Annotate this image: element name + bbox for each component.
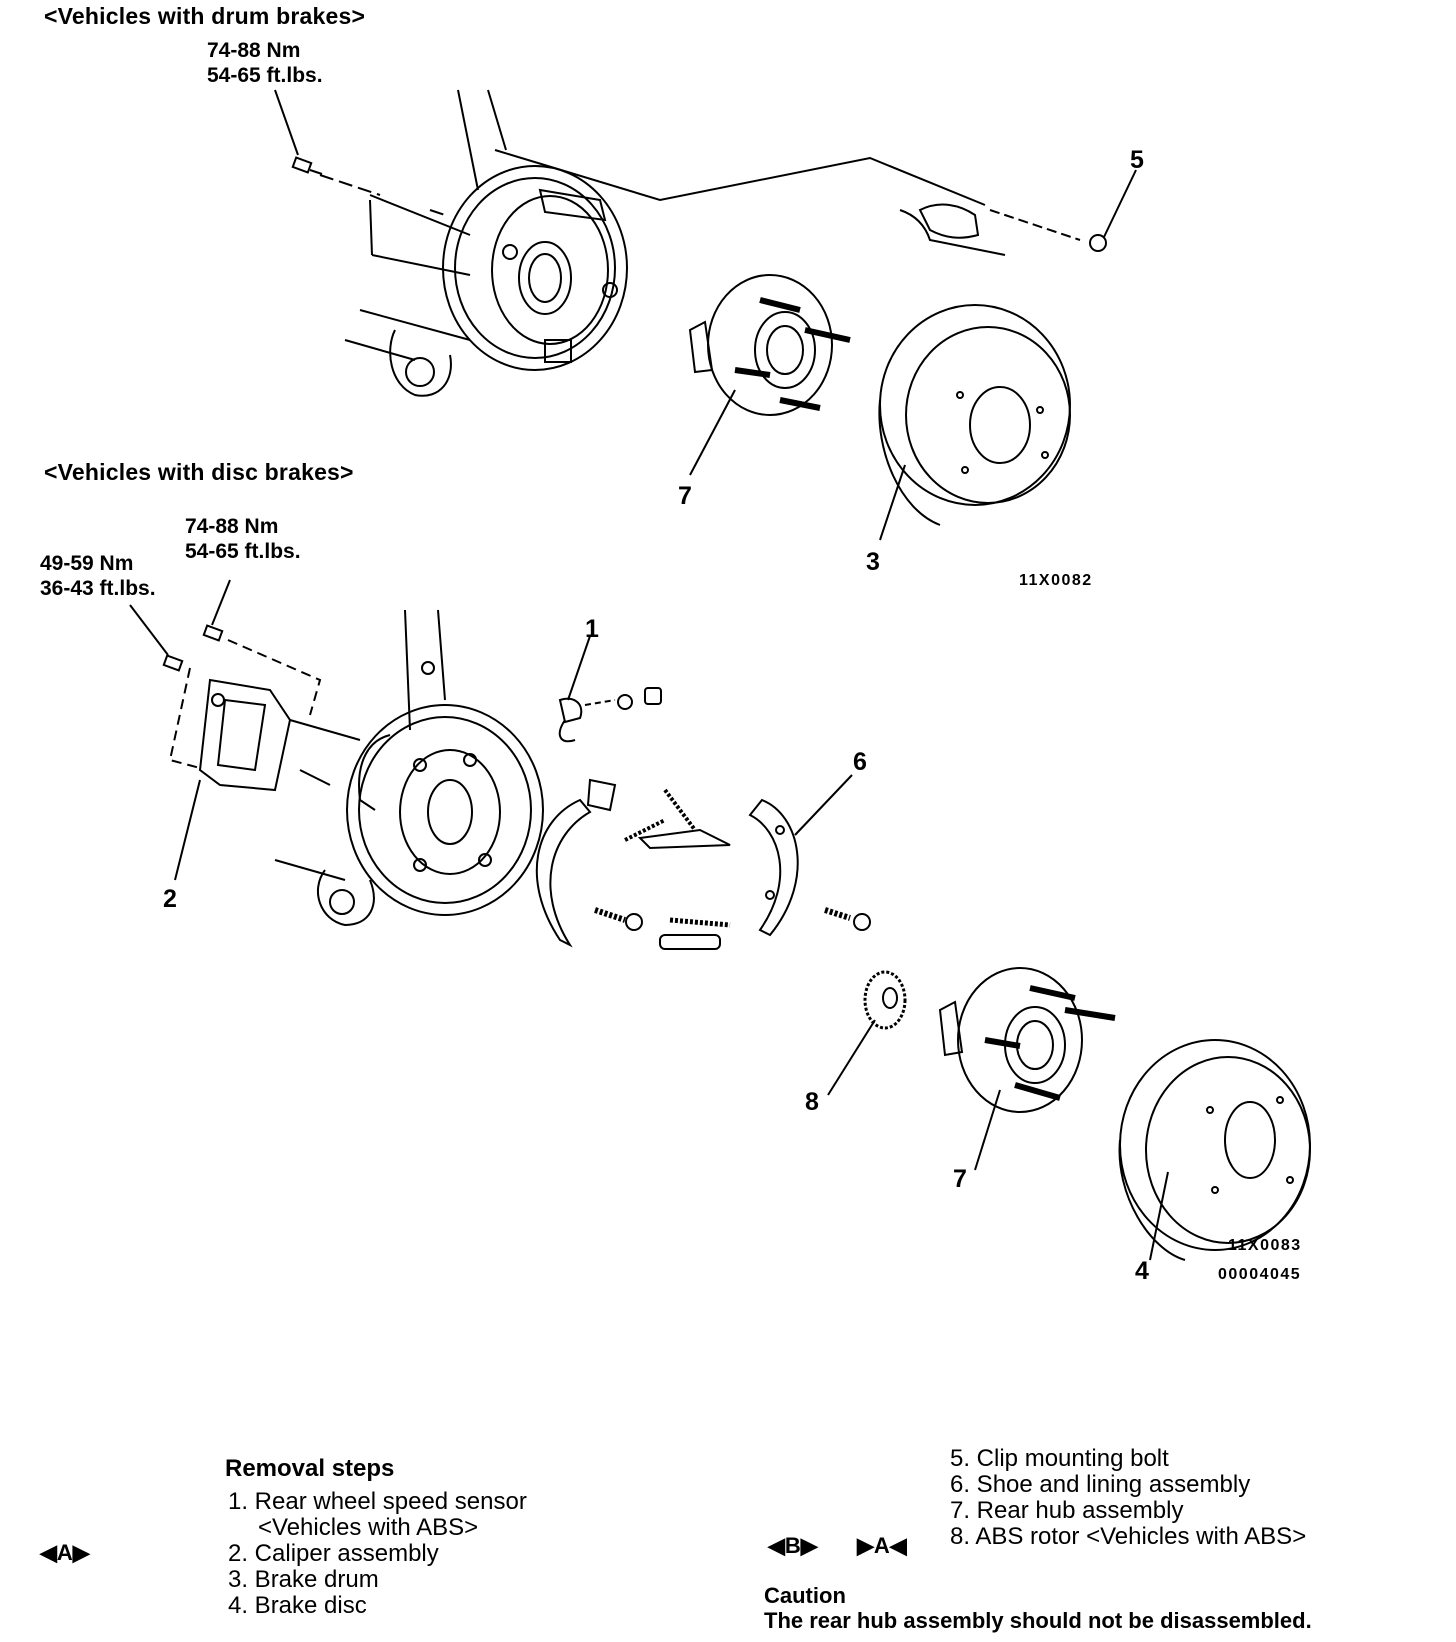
marker-b: ◀B▶ — [768, 1533, 818, 1558]
disc-torque-a-ftlb: 54-65 ft.lbs. — [185, 540, 301, 563]
callout-4: 4 — [1135, 1257, 1149, 1285]
removal-steps-right: 5. Clip mounting bolt 6. Shoe and lining… — [950, 1446, 1306, 1550]
disc-torque-b-label: 49-59 Nm 36-43 ft.lbs. — [40, 551, 156, 601]
doc-code: 00004045 — [1218, 1266, 1302, 1283]
callout-6: 6 — [853, 748, 867, 776]
caution-title: Caution — [764, 1583, 846, 1608]
callout-2: 2 — [163, 885, 177, 913]
disc-torque-a-label: 74-88 Nm 54-65 ft.lbs. — [185, 514, 301, 564]
step-1: 1. Rear wheel speed sensor — [228, 1488, 527, 1515]
drum-torque-nm: 74-88 Nm — [207, 39, 301, 62]
callout-3: 3 — [866, 548, 880, 576]
callout-7-disc: 7 — [953, 1165, 967, 1193]
removal-steps-title: Removal steps — [225, 1455, 395, 1482]
callout-7-drum: 7 — [678, 482, 692, 510]
disc-brake-illustration — [130, 580, 1310, 1260]
step-2: 2. Caliper assembly — [228, 1540, 439, 1567]
marker-a-right: ▶A◀ — [857, 1533, 907, 1558]
step-5: 5. Clip mounting bolt — [950, 1445, 1169, 1472]
drum-torque-ftlb: 54-65 ft.lbs. — [207, 64, 323, 87]
caution-text: The rear hub assembly should not be disa… — [764, 1608, 1312, 1633]
step-3: 3. Brake drum — [228, 1566, 379, 1593]
step-4: 4. Brake disc — [228, 1592, 367, 1619]
callout-1: 1 — [585, 615, 599, 643]
disc-torque-b-nm: 49-59 Nm — [40, 552, 134, 575]
caution-block: Caution The rear hub assembly should not… — [764, 1583, 1312, 1633]
drum-section-title: <Vehicles with drum brakes> — [44, 3, 366, 29]
drum-brake-illustration — [275, 90, 1136, 540]
callout-5: 5 — [1130, 146, 1144, 174]
disc-figure-code: 11X0083 — [1228, 1237, 1302, 1254]
step-7: 7. Rear hub assembly — [950, 1497, 1184, 1524]
disc-torque-b-ftlb: 36-43 ft.lbs. — [40, 577, 156, 600]
disc-torque-a-nm: 74-88 Nm — [185, 515, 279, 538]
step-1-note: <Vehicles with ABS> — [258, 1514, 479, 1541]
marker-a-left: ◀A▶ — [40, 1540, 90, 1565]
drum-figure-code: 11X0082 — [1019, 572, 1093, 589]
removal-steps-left: 1. Rear wheel speed sensor <Vehicles wit… — [228, 1489, 527, 1619]
disc-section-title: <Vehicles with disc brakes> — [44, 459, 354, 485]
step-8: 8. ABS rotor <Vehicles with ABS> — [950, 1523, 1307, 1550]
callout-8: 8 — [805, 1088, 819, 1116]
drum-torque-label: 74-88 Nm 54-65 ft.lbs. — [207, 38, 323, 88]
step-6: 6. Shoe and lining assembly — [950, 1471, 1251, 1498]
